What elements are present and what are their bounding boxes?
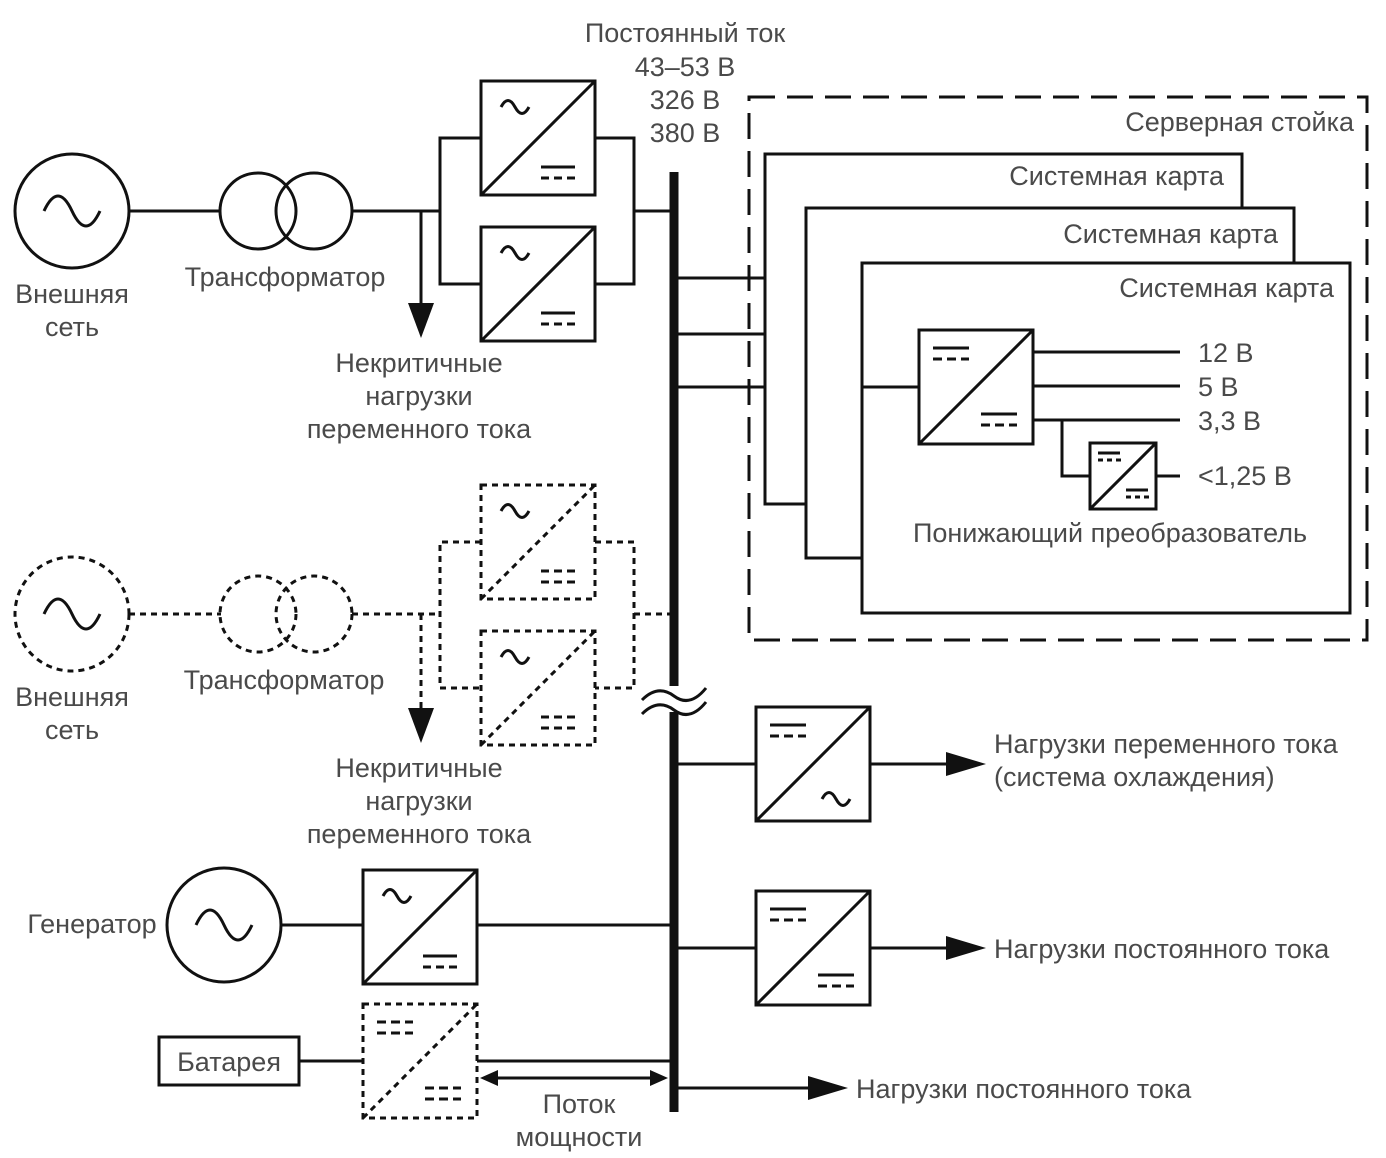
grid-2-label: Внешняя	[15, 682, 129, 712]
generator-rectifier	[361, 868, 479, 986]
buck-converter-icon	[1088, 441, 1158, 511]
inverter-cooling	[754, 705, 872, 823]
generator-label: Генератор	[27, 909, 156, 939]
grid-1-label: Внешняя	[15, 279, 129, 309]
noncritical-loads-2-label: Некритичные	[335, 753, 502, 783]
output-3-3v: 3,3 В	[1198, 406, 1261, 436]
system-card-2-label: Системная карта	[1063, 219, 1279, 249]
dc-bus-voltage-2: 326 В	[650, 85, 721, 115]
dc-bus-voltage-1: 43–53 В	[635, 52, 736, 82]
noncritical-loads-1-label-2: нагрузки	[365, 381, 472, 411]
rectifier-1b	[479, 225, 597, 343]
sine-wave-icon	[194, 908, 254, 942]
power-flow-label: Поток	[543, 1089, 616, 1119]
power-flow-label-2: мощности	[516, 1122, 643, 1152]
dc-bus-voltage-3: 380 В	[650, 118, 721, 148]
dc-bus-title: Постоянный ток	[585, 18, 786, 48]
transformer-1-label: Трансформатор	[185, 262, 386, 292]
dcdc-loads-converter	[754, 889, 872, 1007]
grid-source-2	[13, 555, 131, 673]
ac-loads-label-2: (система охлаждения)	[994, 762, 1275, 792]
server-rack-label: Серверная стойка	[1125, 107, 1355, 137]
sine-wave-icon	[42, 194, 102, 228]
rectifier-2a	[479, 483, 597, 601]
output-12v: 12 В	[1198, 338, 1254, 368]
battery-converter	[361, 1002, 479, 1120]
bus-break-symbol	[640, 686, 710, 716]
noncritical-loads-2-label-3: переменного тока	[307, 819, 532, 849]
transformer-icon	[218, 574, 354, 654]
transformer-icon	[218, 171, 354, 251]
power-flow-arrow	[480, 1070, 668, 1086]
noncritical-loads-1-label-3: переменного тока	[307, 414, 532, 444]
grid-source-1	[13, 152, 131, 270]
dc-loads-2-label: Нагрузки постоянного тока	[856, 1074, 1192, 1104]
grid-1-label-2: сеть	[45, 312, 99, 342]
transformer-2-label: Трансформатор	[184, 665, 385, 695]
card-dcdc-converter	[917, 328, 1035, 446]
dc-loads-1-label: Нагрузки постоянного тока	[994, 934, 1330, 964]
buck-converter-label: Понижающий преобразователь	[913, 518, 1307, 548]
rectifier-2b	[479, 629, 597, 747]
output-1-25v: <1,25 В	[1198, 461, 1292, 491]
system-card-3-label: Системная карта	[1119, 273, 1335, 303]
generator-source	[165, 866, 283, 984]
rectifier-1a	[479, 79, 597, 197]
noncritical-loads-2-label-2: нагрузки	[365, 786, 472, 816]
grid-2-label-2: сеть	[45, 715, 99, 745]
output-5v: 5 В	[1198, 372, 1239, 402]
system-card-1-label: Системная карта	[1009, 161, 1225, 191]
server-rack	[747, 95, 1369, 642]
ac-loads-label: Нагрузки переменного тока	[994, 729, 1339, 759]
sine-wave-icon	[42, 597, 102, 631]
battery-label: Батарея	[177, 1047, 281, 1077]
noncritical-loads-1-label: Некритичные	[335, 348, 502, 378]
